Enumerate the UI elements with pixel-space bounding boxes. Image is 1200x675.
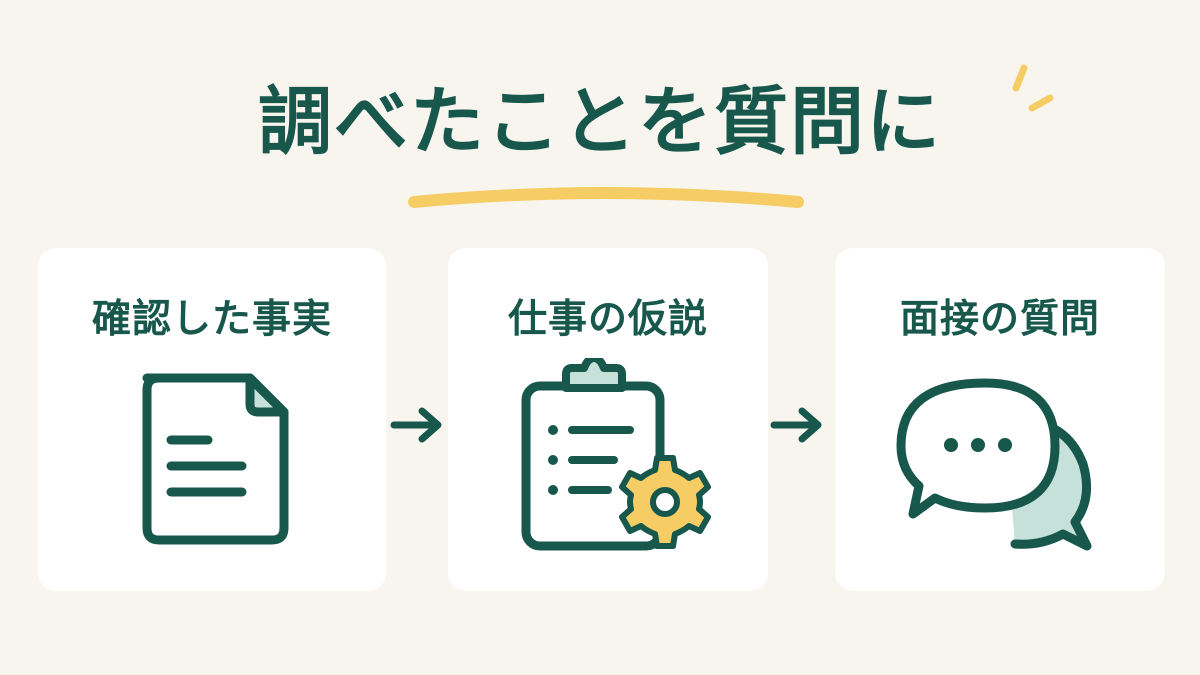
step-card-interview-questions: 面接の質問 (835, 248, 1165, 591)
clipboard-gear-icon (521, 358, 711, 551)
chat-bubbles-icon (896, 378, 1092, 551)
page-title: 調べたことを質問に (258, 79, 942, 165)
step-card-hypothesis: 仕事の仮説 (448, 248, 768, 591)
step-label: 仕事の仮説 (507, 297, 708, 342)
step-card-facts: 確認した事実 (38, 248, 386, 591)
arrow-right-icon (390, 407, 442, 443)
document-icon (142, 373, 289, 545)
step-label: 面接の質問 (899, 297, 1100, 342)
sparkle-icon (1012, 64, 1054, 112)
step-label: 確認した事実 (91, 297, 332, 342)
title-underline (408, 187, 804, 208)
gear-icon (619, 455, 711, 549)
arrow-right-icon (770, 407, 822, 443)
